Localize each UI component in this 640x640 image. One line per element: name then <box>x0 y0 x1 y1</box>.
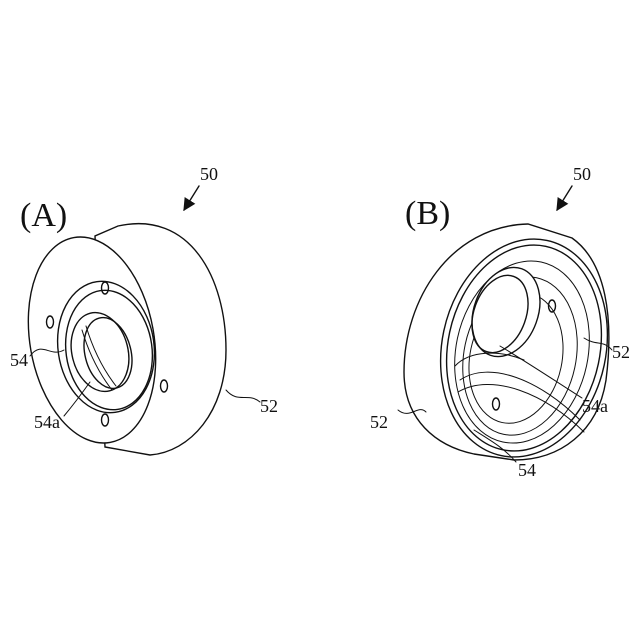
figure-a-ref-52: 52 <box>260 396 278 416</box>
figure-a-ref-50: 50 <box>200 164 218 184</box>
figure-b-ref-54: 54 <box>518 460 536 480</box>
figure-b: (B) 50 52 54a 52 54 <box>370 164 630 480</box>
figure-b-pointer-arrow <box>557 186 572 210</box>
figure-a-ref-54a: 54a <box>34 412 60 432</box>
figure-a-title: (A) <box>20 197 67 234</box>
ring-b-body <box>404 223 627 472</box>
figure-a-ref-54: 54 <box>10 350 28 370</box>
figure-b-ref-54a: 54a <box>582 396 608 416</box>
figure-a-leader-52 <box>226 390 260 402</box>
figure-b-ref-50: 50 <box>573 164 591 184</box>
figure-b-ref-52-right: 52 <box>612 342 630 362</box>
figure-b-ref-52-left: 52 <box>370 412 388 432</box>
figure-a-pointer-arrow <box>184 186 199 210</box>
figure-a: (A) 50 54 54a 52 <box>10 164 278 455</box>
figure-b-title: (B) <box>405 195 450 232</box>
